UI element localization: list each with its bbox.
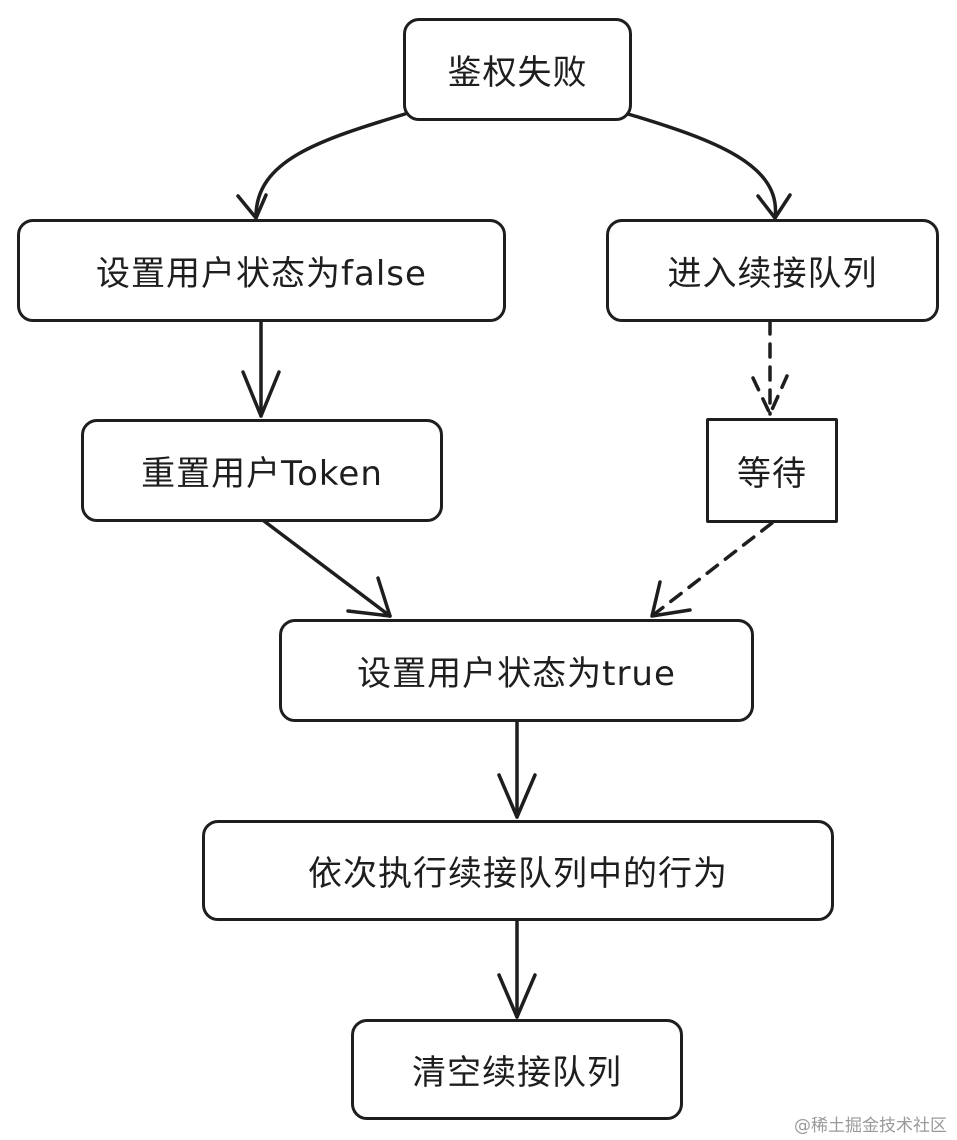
arrowhead-set-status-true-left — [346, 576, 392, 618]
node-run-queue: 依次执行续接队列中的行为 — [202, 820, 834, 921]
arrowhead-clear-queue — [497, 973, 537, 1019]
edge-auth-failed-to-set-status-false — [254, 112, 407, 220]
node-clear-queue: 清空续接队列 — [351, 1019, 683, 1120]
arrowhead-enter-queue — [756, 193, 792, 220]
arrowhead-run-queue — [497, 773, 537, 819]
arrowhead-reset-token — [241, 370, 281, 418]
watermark: @稀土掘金技术社区 — [794, 1116, 947, 1136]
node-enter-queue: 进入续接队列 — [606, 219, 939, 322]
node-wait: 等待 — [706, 418, 838, 523]
edge-auth-failed-to-enter-queue — [626, 112, 778, 220]
edge-reset-token-to-set-status-true — [262, 519, 392, 618]
node-set-status-false: 设置用户状态为false — [17, 219, 506, 322]
arrowhead-set-status-true-right — [650, 580, 692, 618]
arrowhead-set-status-false — [236, 193, 268, 220]
edge-wait-to-set-status-true — [650, 521, 774, 618]
arrowhead-wait — [751, 374, 789, 416]
node-reset-token: 重置用户Token — [81, 419, 443, 522]
node-set-status-true: 设置用户状态为true — [279, 619, 754, 722]
node-auth-failed: 鉴权失败 — [403, 18, 632, 121]
